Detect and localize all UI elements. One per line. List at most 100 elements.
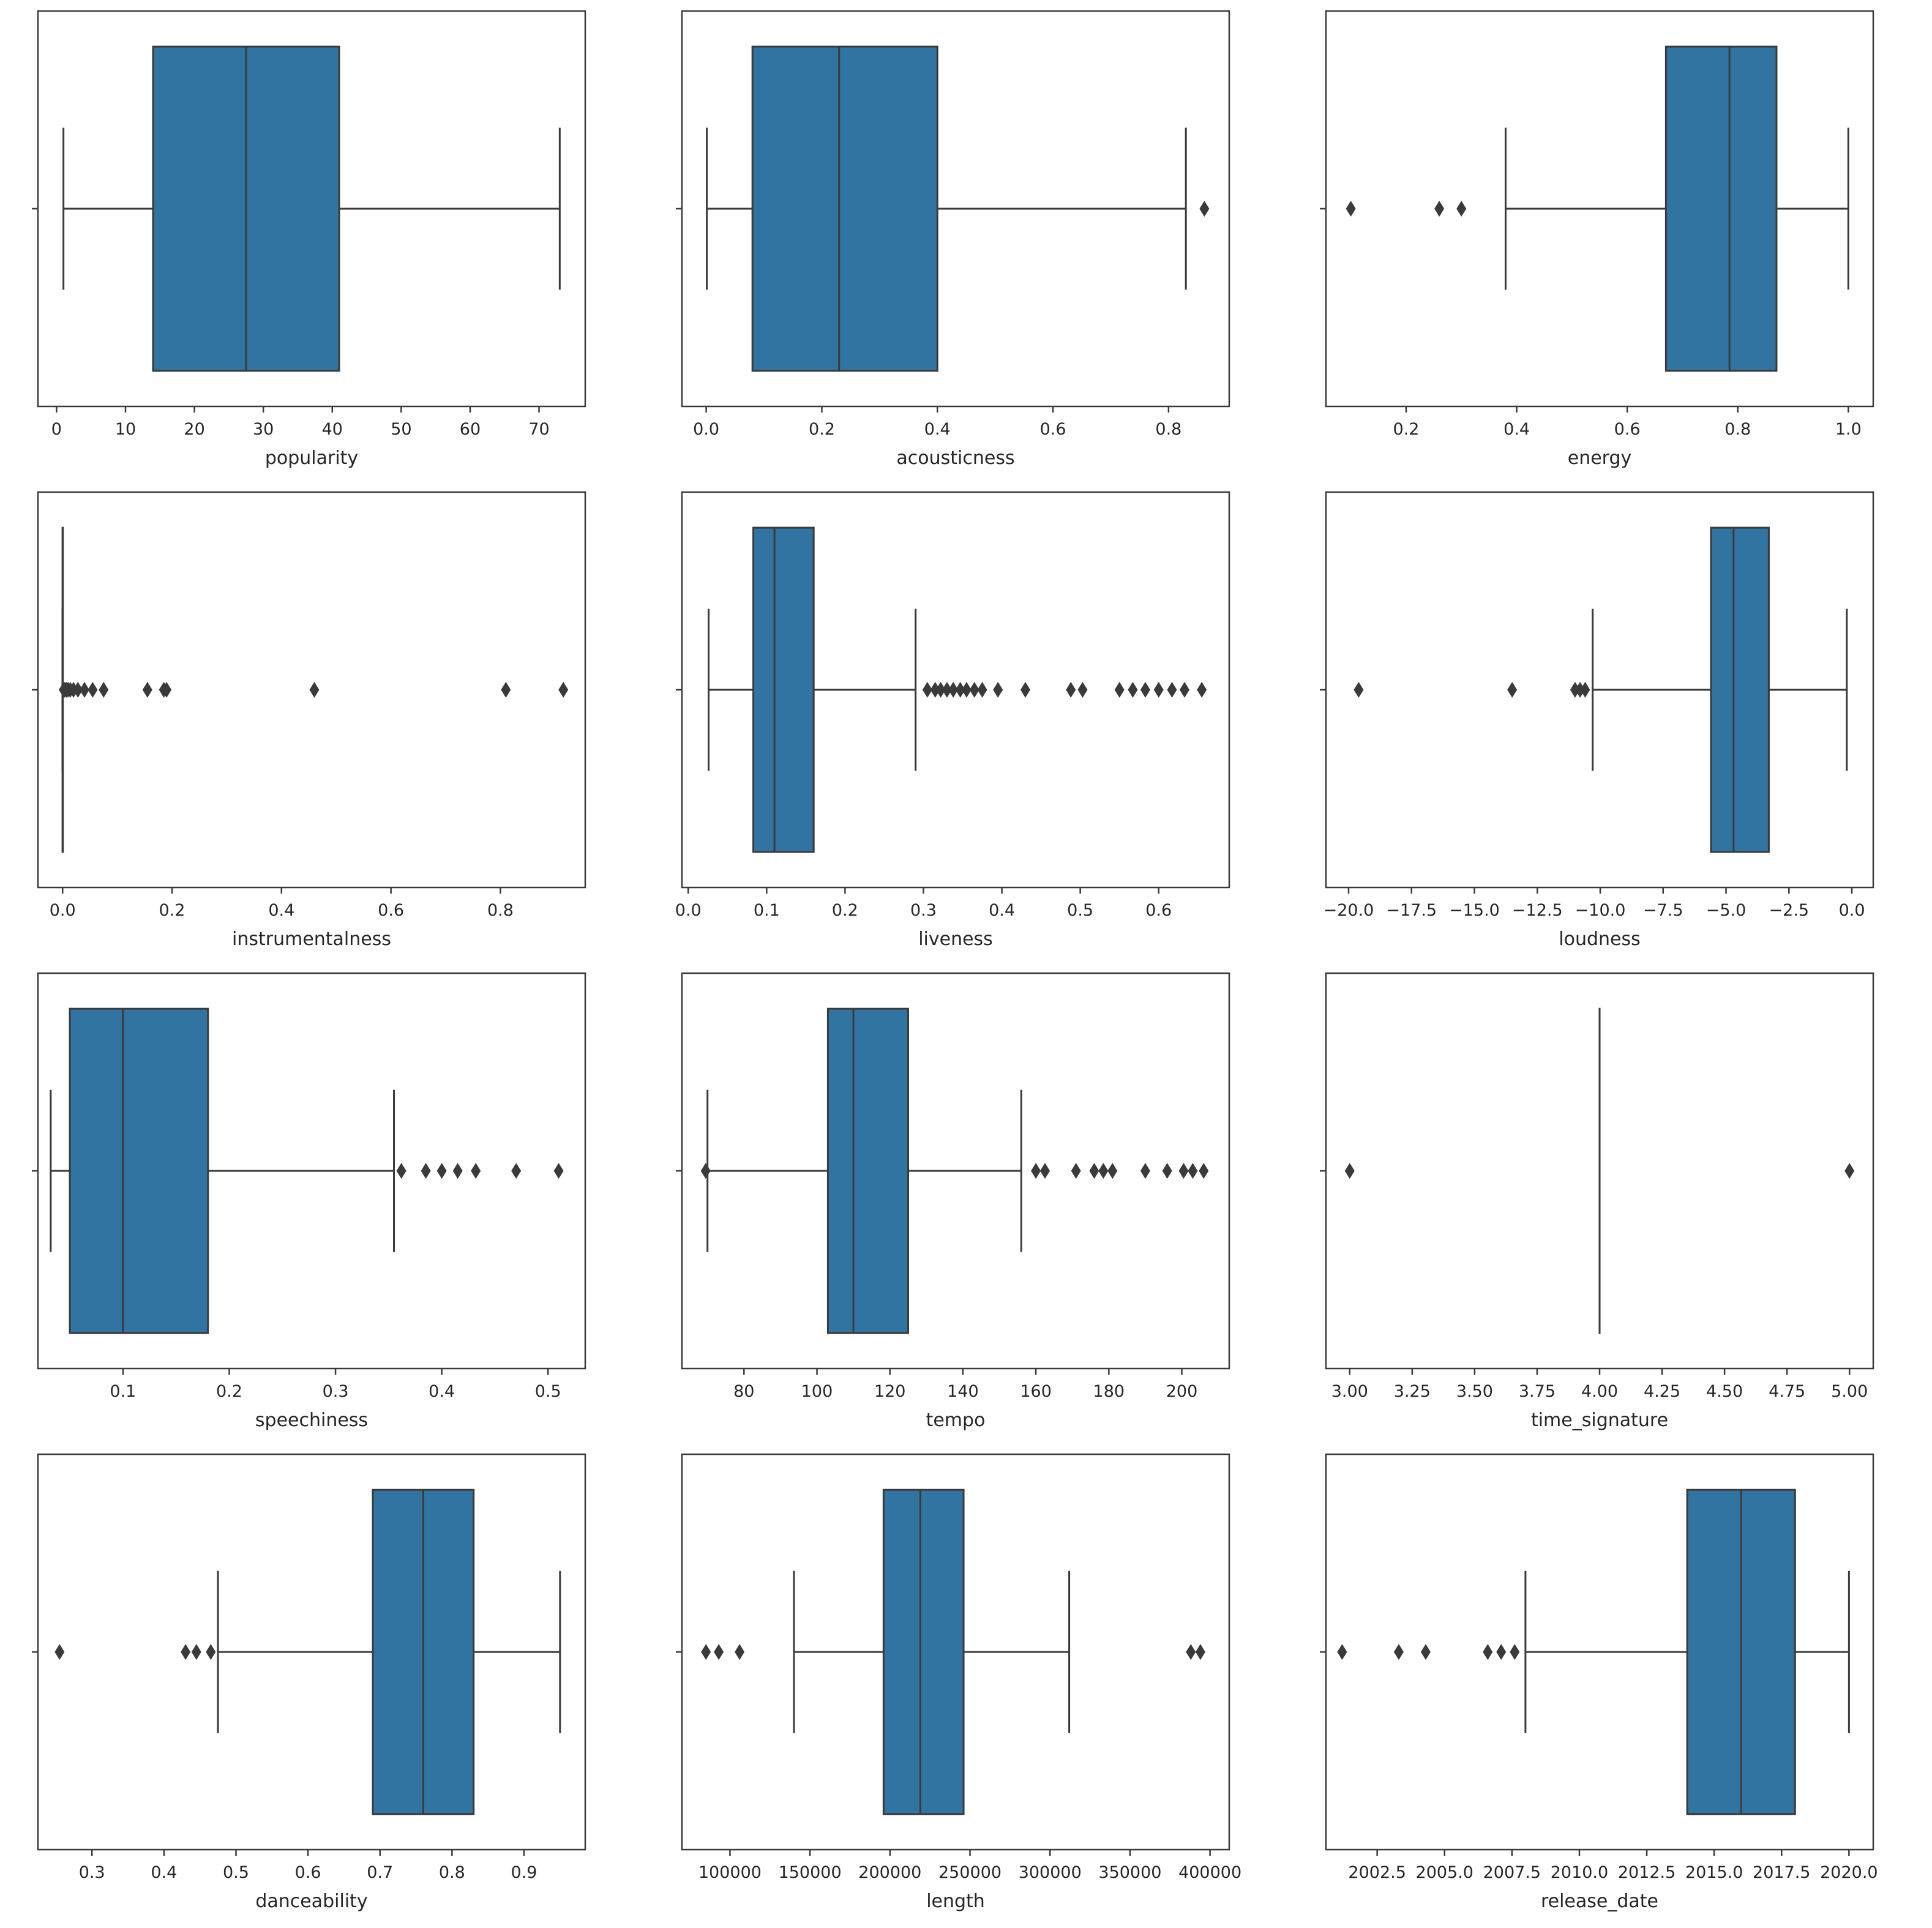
x-tick-label: 0.3 xyxy=(79,1863,105,1882)
x-tick-label: 3.00 xyxy=(1331,1382,1368,1401)
outlier-point xyxy=(1456,201,1466,217)
outlier-point xyxy=(88,682,97,698)
outlier-point xyxy=(437,1163,447,1179)
outlier-point xyxy=(1167,682,1177,698)
x-tick-label: 30 xyxy=(253,420,274,439)
outlier-point xyxy=(1107,1163,1117,1179)
outlier-point xyxy=(1188,1163,1197,1179)
outlier-point xyxy=(99,682,108,698)
outlier-point xyxy=(1186,1644,1196,1660)
outlier-point xyxy=(1345,1163,1355,1179)
x-tick-label: 0.9 xyxy=(511,1863,537,1882)
outlier-point xyxy=(1580,682,1590,698)
x-axis-label: instrumentalness xyxy=(232,929,391,950)
outlier-point xyxy=(501,682,511,698)
x-tick-label: 0.0 xyxy=(675,901,702,920)
x-tick-label: 0.2 xyxy=(832,901,858,920)
x-tick-label: 0.3 xyxy=(910,901,937,920)
outlier-point xyxy=(554,1163,564,1179)
x-axis-label: tempo xyxy=(926,1410,986,1431)
x-tick-label: 2015.0 xyxy=(1685,1863,1743,1882)
x-tick-label: −2.5 xyxy=(1769,901,1810,920)
x-tick-label: 3.50 xyxy=(1456,1382,1493,1401)
outlier-point xyxy=(453,1163,463,1179)
x-tick-label: 50 xyxy=(391,420,411,439)
outlier-point xyxy=(1031,1163,1041,1179)
x-tick-label: 2012.5 xyxy=(1618,1863,1676,1882)
x-tick-label: 0.2 xyxy=(216,1382,242,1401)
outlier-point xyxy=(421,1163,431,1179)
outlier-point xyxy=(309,682,319,698)
x-tick-label: 0.1 xyxy=(754,901,780,920)
x-tick-label: 5.00 xyxy=(1831,1382,1868,1401)
outlier-point xyxy=(1040,1163,1050,1179)
iqr-box xyxy=(754,528,814,852)
iqr-box xyxy=(70,1009,208,1333)
outlier-point xyxy=(714,1644,724,1660)
x-tick-label: 0.5 xyxy=(223,1863,249,1882)
outlier-point xyxy=(1844,1163,1854,1179)
x-tick-label: 40 xyxy=(322,420,343,439)
x-tick-label: 4.00 xyxy=(1581,1382,1618,1401)
x-tick-label: −20.0 xyxy=(1324,901,1374,920)
x-tick-label: 0.0 xyxy=(50,901,76,920)
iqr-box xyxy=(883,1490,964,1814)
x-tick-label: 100 xyxy=(801,1382,833,1401)
outlier-point xyxy=(1140,1163,1150,1179)
x-tick-label: −12.5 xyxy=(1512,901,1563,920)
iqr-box xyxy=(752,47,937,371)
x-tick-label: 80 xyxy=(733,1382,754,1401)
x-tick-label: 2020.0 xyxy=(1820,1863,1878,1882)
x-tick-label: 0.4 xyxy=(989,901,1015,920)
x-tick-label: 150000 xyxy=(779,1863,842,1882)
outlier-point xyxy=(1434,201,1444,217)
x-tick-label: 0.2 xyxy=(1393,420,1419,439)
x-tick-label: 0.6 xyxy=(1614,420,1641,439)
x-tick-label: 2005.0 xyxy=(1416,1863,1473,1882)
x-tick-label: 20 xyxy=(184,420,204,439)
x-tick-label: 1.0 xyxy=(1835,420,1862,439)
iqr-box xyxy=(1666,47,1777,371)
iqr-box xyxy=(828,1009,908,1333)
outlier-point xyxy=(1128,682,1137,698)
outlier-point xyxy=(1180,682,1189,698)
x-tick-label: 3.25 xyxy=(1394,1382,1431,1401)
x-tick-label: 0.4 xyxy=(924,420,951,439)
x-axis-label: popularity xyxy=(265,447,358,469)
x-tick-label: 0.6 xyxy=(1145,901,1172,920)
outlier-point xyxy=(1394,1644,1404,1660)
outlier-point xyxy=(1163,1163,1172,1179)
x-tick-label: 0.1 xyxy=(110,1382,136,1401)
outlier-point xyxy=(192,1644,201,1660)
x-tick-label: 4.50 xyxy=(1706,1382,1743,1401)
x-tick-label: 10 xyxy=(115,420,136,439)
x-tick-label: 120 xyxy=(874,1382,906,1401)
outlier-point xyxy=(1089,1163,1099,1179)
x-tick-label: 0.2 xyxy=(159,901,185,920)
x-tick-label: 0.2 xyxy=(809,420,835,439)
outlier-point xyxy=(1346,201,1356,217)
x-tick-label: 160 xyxy=(1020,1382,1052,1401)
outlier-point xyxy=(1199,201,1209,217)
outlier-point xyxy=(1510,1644,1519,1660)
outlier-point xyxy=(735,1644,744,1660)
outlier-point xyxy=(1077,682,1087,698)
x-axis-label: energy xyxy=(1568,447,1632,469)
outlier-point xyxy=(511,1163,521,1179)
x-axis-label: loudness xyxy=(1559,929,1640,950)
x-tick-label: 0.8 xyxy=(1724,420,1751,439)
x-tick-label: 350000 xyxy=(1098,1863,1161,1882)
x-tick-label: 4.75 xyxy=(1769,1382,1805,1401)
x-tick-label: 100000 xyxy=(698,1863,762,1882)
